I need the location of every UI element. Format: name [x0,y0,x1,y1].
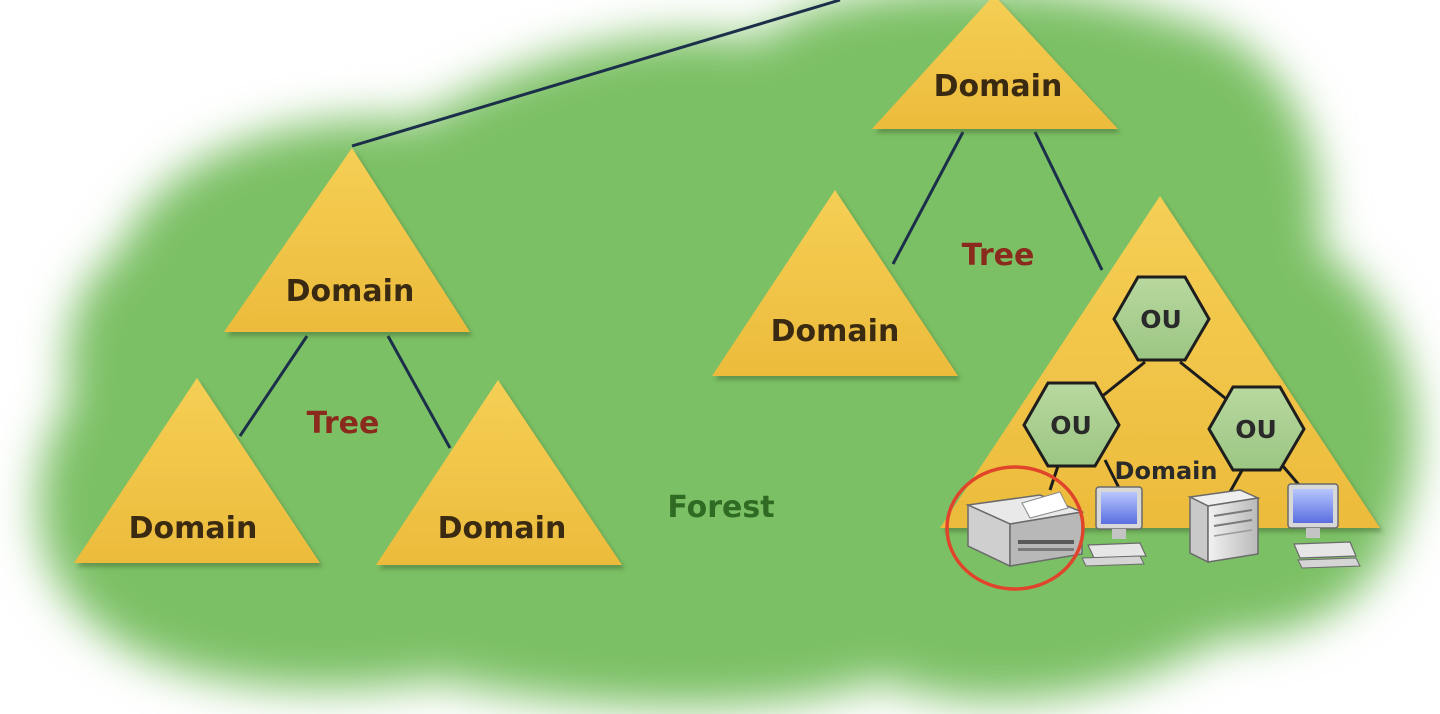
devices [945,465,1361,591]
ou-hexagon-right [1207,385,1306,472]
ou-structure: OU OU OU Domain [1022,275,1307,493]
forest-label: Forest [667,490,774,525]
domain-label-left-child-1: Domain [129,511,258,546]
printer-highlight-ring [945,465,1085,591]
ou-hexagon-top [1112,275,1211,362]
desktop-computer-icon [1081,486,1147,567]
left-tree: Domain Domain Domain Tree [74,148,622,565]
domain-triangle-right-child-1 [712,190,958,376]
domain-triangle-right-root [872,0,1118,129]
connector-left-tree-b [386,335,452,449]
printer-icon [965,491,1085,568]
ou-label-left: OU [1050,411,1092,440]
connector-left-tree-a [238,335,309,437]
domain-triangle-left-child-1 [74,378,320,563]
domain-label-left-child-2: Domain [438,511,567,546]
tree-label-right: Tree [962,238,1035,273]
domain-triangle-left-child-2 [376,380,622,565]
domain-triangle-left-root [224,148,470,332]
connector-lines [238,0,1104,449]
desktop-computer-icon [1287,483,1361,569]
ou-label-top: OU [1140,305,1182,334]
domain-label-left-root: Domain [286,274,415,309]
ou-hexagon-left [1022,381,1121,468]
domain-label-right-child-2: Domain [1115,457,1218,485]
domain-label-right-root: Domain [934,69,1063,104]
server-tower-icon [1187,489,1261,564]
connector-right-tree-a [891,131,965,265]
connector-right-tree-b [1033,131,1104,271]
tree-label-left: Tree [307,406,380,441]
ou-label-right: OU [1235,415,1277,444]
domain-label-right-child-1: Domain [771,314,900,349]
connector-root-link [351,0,841,148]
